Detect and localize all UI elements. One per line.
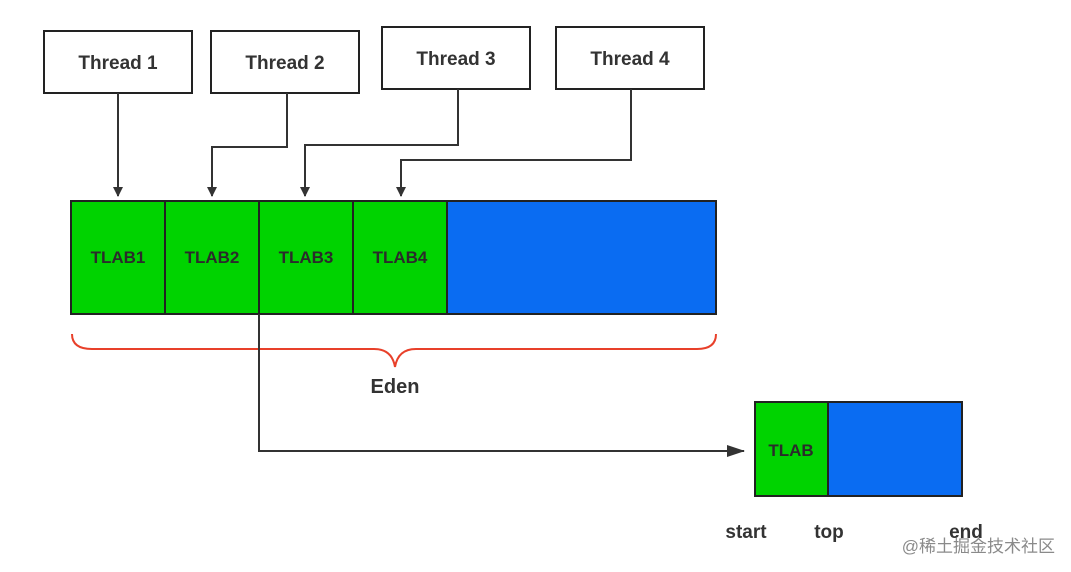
thread-box-1: Thread 1 [43, 30, 193, 94]
thread-1-label: Thread 1 [78, 53, 158, 74]
tlab3-label: TLAB3 [279, 248, 334, 267]
start-label: start [725, 522, 767, 543]
eden-bar: TLAB1 TLAB2 TLAB3 TLAB4 [70, 200, 717, 315]
end-label: end [949, 522, 983, 543]
arrow-thread3-to-tlab3 [300, 89, 459, 197]
eden-label: Eden [371, 376, 420, 398]
tlab-detail-label: TLAB [768, 441, 813, 460]
thread-box-2: Thread 2 [210, 30, 360, 94]
tlab-detail-free [827, 401, 963, 497]
thread-2-label: Thread 2 [245, 53, 324, 74]
watermark: @稀土掘金技术社区 [902, 537, 1055, 556]
tlab1-label: TLAB1 [91, 248, 146, 267]
top-label: top [814, 522, 844, 543]
eden-brace [71, 333, 717, 368]
eden-free-space [446, 200, 717, 315]
tlab4-block [352, 200, 448, 315]
tlab2-block [164, 200, 260, 315]
tlab-detail: TLAB [754, 401, 963, 497]
arrow-thread2-to-tlab2 [207, 93, 288, 197]
thread-box-3: Thread 3 [381, 26, 531, 90]
thread-4-label: Thread 4 [590, 49, 670, 70]
tlab-detail-used [754, 401, 829, 497]
tlab4-label: TLAB4 [373, 248, 428, 267]
tlab2-label: TLAB2 [185, 248, 240, 267]
arrow-to-tlab-detail [258, 314, 745, 457]
arrow-thread4-to-tlab4 [396, 89, 632, 197]
thread-box-4: Thread 4 [555, 26, 705, 90]
thread-3-label: Thread 3 [416, 49, 495, 70]
